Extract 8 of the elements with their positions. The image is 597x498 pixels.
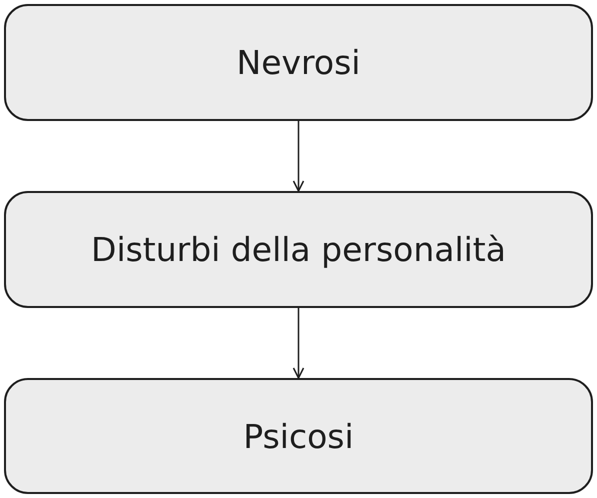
process-box — [4, 378, 593, 494]
box-label: Psicosi — [243, 416, 354, 456]
process-box — [4, 191, 593, 308]
process-box — [4, 4, 593, 121]
arrow — [292, 308, 304, 379]
box-label: Nevrosi — [236, 43, 360, 82]
arrow — [292, 121, 304, 192]
box-label: Disturbi della personalità — [91, 230, 506, 269]
